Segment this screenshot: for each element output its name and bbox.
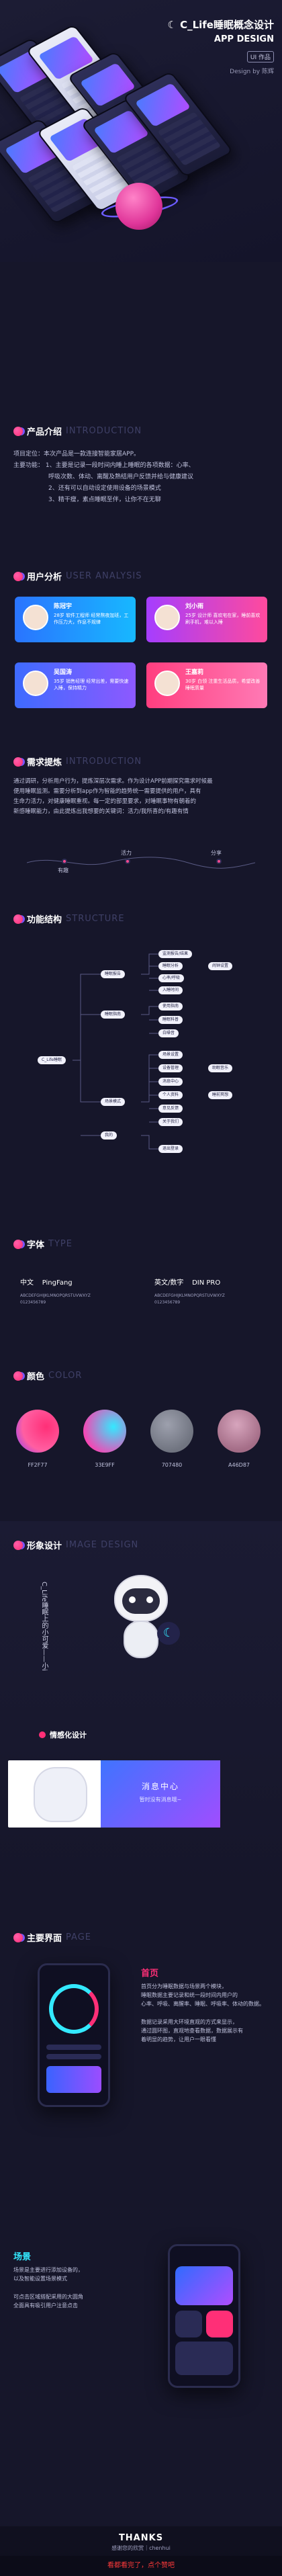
- moon-icon: ☾: [167, 19, 177, 31]
- design-credit: Design by 陈辉: [230, 69, 274, 75]
- emotion-title: 情感化设计: [39, 1729, 87, 1740]
- planet-icon: [115, 183, 162, 230]
- tree-group: 场景模式: [101, 1098, 126, 1106]
- timeline-dot: [62, 859, 67, 864]
- planet-bullet-icon: [13, 1239, 23, 1249]
- tree-group: 我的: [101, 1131, 117, 1140]
- user-card: 吴国涛 35岁 销售经理 经常出差，需要快速入睡，保持精力: [15, 662, 136, 708]
- tree-leaf: 退出登录: [158, 1145, 183, 1153]
- color-swatch: [218, 1410, 261, 1453]
- color-swatch: [16, 1410, 59, 1453]
- tree-leaf: 个人资料: [158, 1091, 183, 1099]
- tree-leaf: 意见反馈: [158, 1105, 183, 1113]
- planet-bullet-icon: [13, 426, 23, 436]
- tree-leaf: 消息中心: [158, 1078, 183, 1086]
- section-header-needs: 需求提炼 INTRODUCTION: [13, 755, 142, 768]
- section-header-structure: 功能结构 STRUCTURE: [13, 912, 125, 925]
- tree-leaf: 设备管理: [158, 1064, 183, 1072]
- section-header-ui: 主要界面 PAGE: [13, 1931, 91, 1944]
- color-swatch: [150, 1410, 193, 1453]
- app-title: ☾ C_Life睡眠概念设计: [167, 19, 274, 31]
- tree-leaf: 使用指南: [158, 1002, 183, 1011]
- app-subtitle: APP DESIGN: [214, 34, 274, 44]
- intro-text: 项目定位：本次产品是一款连接智能家居APP。 主要功能： 1、主要是记录一段时间…: [13, 451, 195, 503]
- user-card: 王嘉莉 30岁 白领 注重生活品质，希望改善睡眠质量: [146, 662, 267, 708]
- planet-bullet-icon: [39, 1731, 46, 1738]
- avatar: [154, 605, 180, 630]
- phone-home-screen: [38, 1963, 110, 2107]
- keyword-timeline: 有趣 活力 分享: [27, 849, 255, 876]
- tree-root: C_Life睡眠: [38, 1056, 66, 1064]
- tree-leaf: 睡前冥想: [208, 1091, 233, 1099]
- section-header-font: 字体 TYPE: [13, 1238, 73, 1250]
- planet-bullet-icon: [13, 1540, 23, 1550]
- tree-group: 睡眠报告: [101, 970, 126, 978]
- tree-leaf: 白噪音: [158, 1029, 179, 1037]
- phone-scene-screen: [168, 2244, 240, 2388]
- section-header-users: 用户分析 USER ANALYSIS: [13, 570, 142, 583]
- tree-leaf: 场景设置: [158, 1051, 183, 1059]
- scene-desc: 场景是主要进行添加设备的， 以及智能设置场景模式 可点击区域搭配采用的大圆角 全…: [13, 2267, 83, 2309]
- planet-bullet-icon: [13, 757, 23, 767]
- user-card: 陈冠宇 28岁 软件工程师 经常熬夜加班，工作压力大，作息不规律: [15, 597, 136, 642]
- timeline-dot: [125, 859, 130, 864]
- tree-group: 睡眠指南: [101, 1011, 126, 1019]
- like-banner[interactable]: 看都看完了，点个赞吧: [0, 2556, 282, 2576]
- planet-bullet-icon: [13, 571, 23, 581]
- timeline-dot: [216, 859, 222, 864]
- tree-leaf: 心率/呼吸: [158, 974, 185, 982]
- tree-leaf: 闹钟设置: [208, 962, 233, 970]
- planet-bullet-icon: [13, 1932, 23, 1942]
- scene-title: 场景: [13, 2252, 32, 2262]
- section-header-image: 形象设计 IMAGE DESIGN: [13, 1539, 138, 1551]
- tree-lines: [73, 953, 158, 1150]
- avatar: [154, 671, 180, 696]
- user-card: 刘小雨 25岁 设计师 喜欢宅在家，睡前喜欢刷手机，难以入睡: [146, 597, 267, 642]
- tree-leaf: 监测报告/结果: [158, 950, 193, 958]
- title-block: ☾ C_Life睡眠概念设计 APP DESIGN UI 作品 Design b…: [133, 17, 274, 75]
- mascot-small: [34, 1767, 87, 1822]
- tree-leaf: 睡眠科普: [158, 1016, 183, 1024]
- section-header-color: 颜色 COLOR: [13, 1369, 82, 1382]
- message-panel: 消息中心 暂时没有消息哦~: [101, 1760, 220, 1828]
- home-desc: 首页分为睡眠数据与场景两个模块， 睡眠数据主要记录和统一段时间内用户的 心率、呼…: [141, 1983, 265, 2043]
- planet-bullet-icon: [13, 914, 23, 924]
- section-header-intro: 产品介绍 INTRODUCTION: [13, 425, 142, 437]
- structure-tree: C_Life睡眠 睡眠报告 睡眠指南 场景模式 我的 监测报告/结果 睡眠分析 …: [0, 934, 282, 1176]
- tree-leaf: 助眠音乐: [208, 1064, 233, 1072]
- moon-icon: ☾: [157, 1622, 180, 1645]
- mascot-caption: C_Life睡眠上的小可爱——小i: [40, 1582, 48, 1671]
- tree-leaf: 睡眠分析: [158, 962, 183, 970]
- avatar: [23, 605, 48, 630]
- tree-leaf: 入睡时间: [158, 986, 183, 994]
- tree-leaf: 关于我们: [158, 1118, 183, 1126]
- mascot-figure: ☾: [101, 1575, 181, 1669]
- ui-badge: UI 作品: [246, 51, 274, 62]
- planet-bullet-icon: [13, 1371, 23, 1381]
- needs-text: 通过调研，分析用户行为，提炼深层次需求。作为设计APP前期探究需求时候最 便用睡…: [13, 778, 213, 815]
- color-swatch: [83, 1410, 126, 1453]
- avatar: [23, 671, 48, 696]
- home-title: 首页: [141, 1969, 159, 1979]
